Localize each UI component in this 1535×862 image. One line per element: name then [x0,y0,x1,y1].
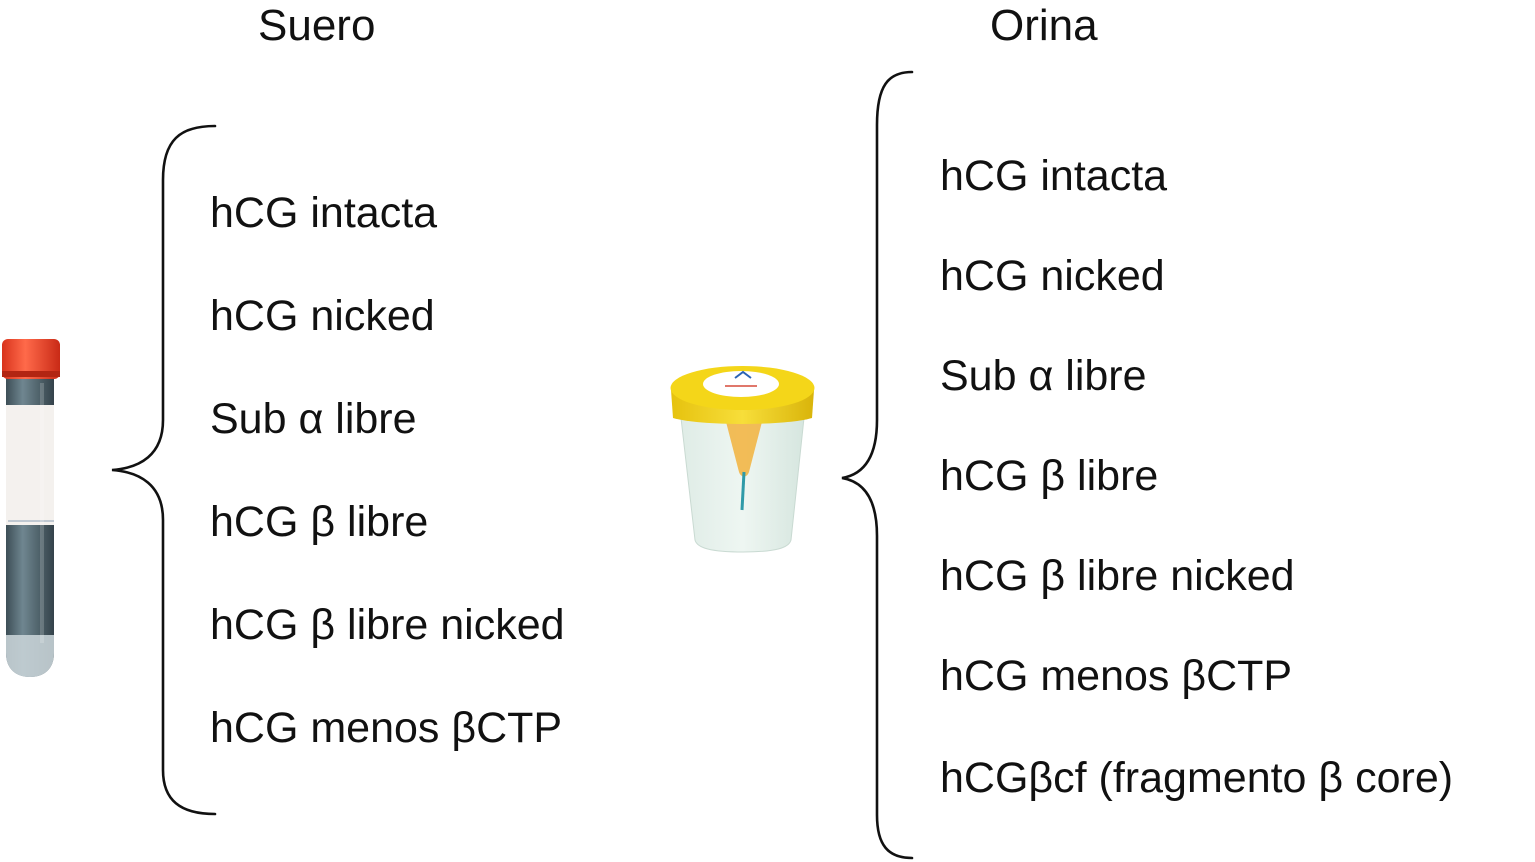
urine-item-4: hCG β libre [940,452,1159,500]
urine-item-7: hCGβcf (fragmento β core) [940,754,1454,802]
serum-item-6: hCG menos βCTP [210,704,563,752]
urine-item-1: hCG intacta [940,152,1168,200]
urine-item-5: hCG β libre nicked [940,552,1295,600]
urine-item-3: Sub α libre [940,352,1147,400]
urine-item-2: hCG nicked [940,252,1165,300]
serum-item-3: Sub α libre [210,395,417,443]
urine-brace [841,70,914,860]
blood-collection-tube-icon [2,339,60,677]
serum-item-4: hCG β libre [210,498,429,546]
serum-item-1: hCG intacta [210,189,438,237]
urine-specimen-container-icon [670,366,815,553]
serum-item-5: hCG β libre nicked [210,601,565,649]
serum-item-2: hCG nicked [210,292,435,340]
urine-column-heading: Orina [990,1,1098,50]
urine-item-6: hCG menos βCTP [940,652,1293,700]
serum-brace [111,124,217,816]
serum-column-heading: Suero [258,1,376,50]
